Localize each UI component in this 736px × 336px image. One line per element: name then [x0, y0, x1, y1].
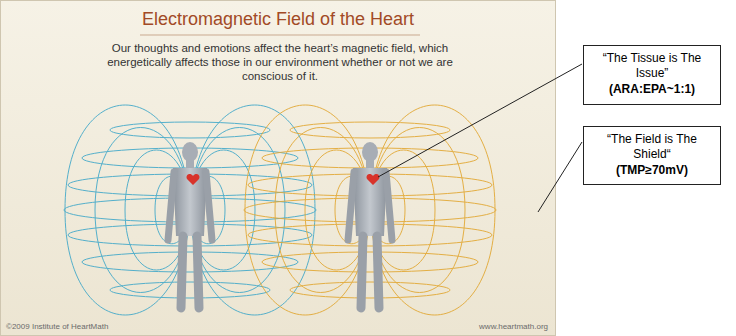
callout-value: (TMP≥70mV)	[591, 163, 713, 178]
diagram-title: Electromagnetic Field of the Heart	[0, 9, 556, 30]
website-url: www.heartmath.org	[430, 323, 548, 332]
callout-quote: “The Tissue is The Issue”	[591, 51, 713, 81]
callout-value: (ARA:EPA~1:1)	[591, 82, 713, 97]
callout-box: “The Tissue is The Issue”(ARA:EPA~1:1)	[583, 45, 721, 105]
callout-box: “The Field is The Shield“(TMP≥70mV)	[583, 126, 721, 185]
copyright-note: ©2009 Institute of HeartMath	[6, 323, 206, 332]
subtitle-text: Our thoughts and emotions affect the hea…	[100, 41, 460, 83]
callout-quote: “The Field is The Shield“	[591, 132, 713, 162]
